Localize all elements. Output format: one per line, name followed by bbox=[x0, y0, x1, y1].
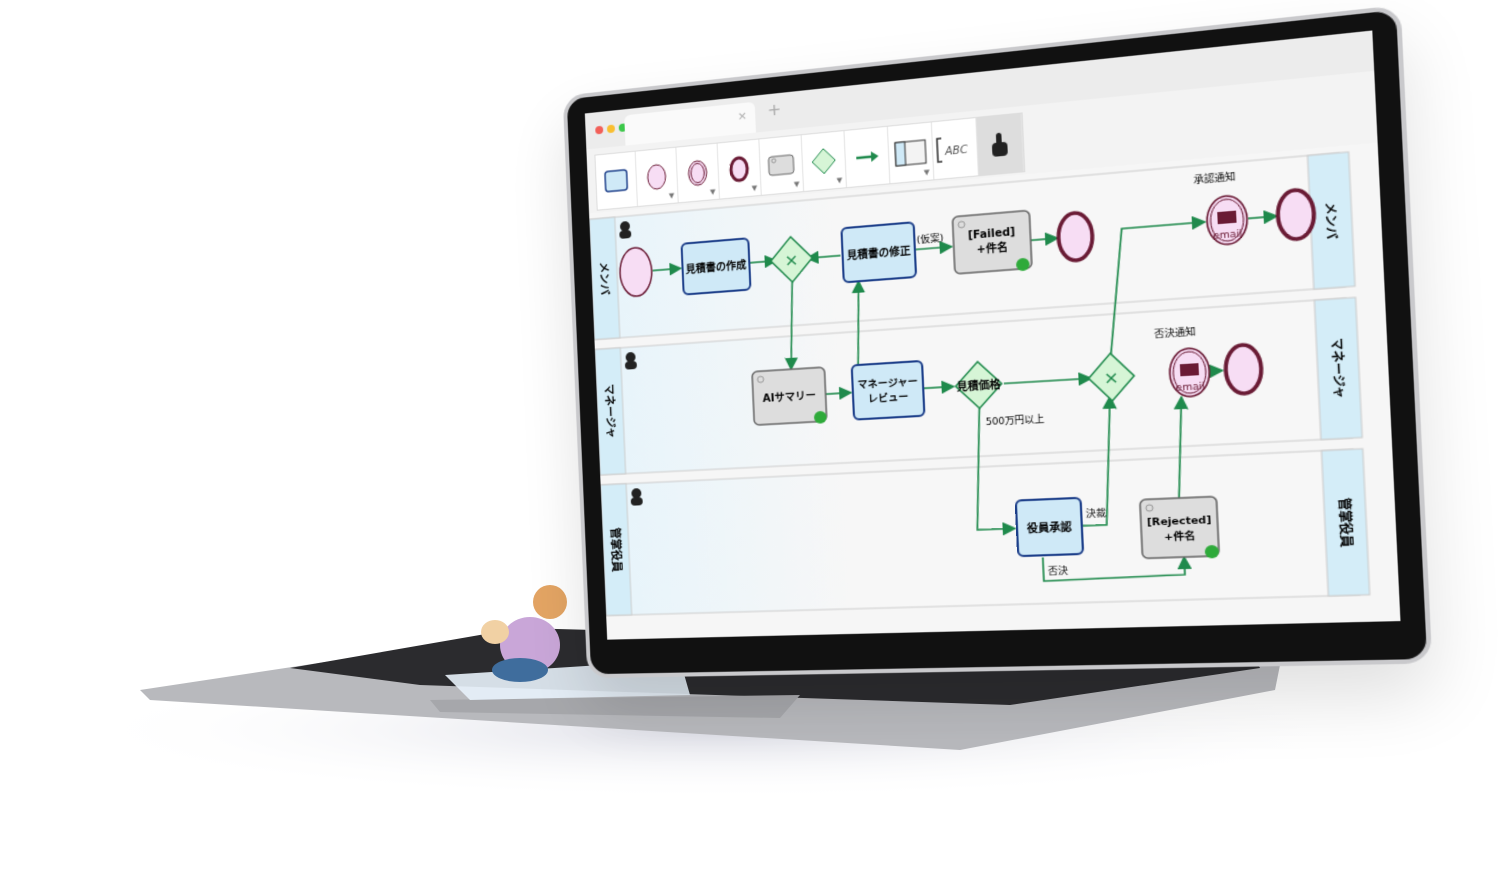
text-annotation-icon: ABC bbox=[935, 132, 968, 165]
diagram-canvas[interactable]: メンバ メンバ マネージャ マネージャ 管掌役員 管掌役員 bbox=[589, 143, 1400, 640]
service-task-failed[interactable]: [Failed] +件名 bbox=[952, 210, 1032, 276]
tool-task[interactable] bbox=[595, 151, 638, 210]
close-window-button[interactable] bbox=[595, 125, 604, 135]
gateway-quote-price[interactable]: 見積価格 bbox=[955, 360, 1003, 409]
tool-lane[interactable]: ▼ bbox=[887, 122, 935, 184]
lane-label-right: メンバ bbox=[1322, 202, 1340, 240]
task-create-quote[interactable]: 見積書の作成 bbox=[682, 238, 751, 294]
svg-text:AIサマリー: AIサマリー bbox=[763, 389, 817, 405]
x-icon: × bbox=[784, 249, 799, 270]
email-event-approval[interactable]: email bbox=[1206, 194, 1248, 246]
app-window: × + ▼ ▼ ▼ ▼ ▼ ▼ ABC bbox=[585, 30, 1401, 639]
svg-text:[Failed]: [Failed] bbox=[968, 226, 1016, 242]
dropdown-caret-icon: ▼ bbox=[793, 180, 800, 189]
laptop-lid: × + ▼ ▼ ▼ ▼ ▼ ▼ ABC bbox=[563, 5, 1433, 678]
trackpad bbox=[430, 695, 800, 718]
lane-label-left: 管掌役員 bbox=[608, 527, 624, 572]
email-event-rejection[interactable]: email bbox=[1169, 347, 1211, 398]
end-event[interactable] bbox=[1057, 212, 1093, 262]
flow-label-draft: (仮案) bbox=[916, 231, 944, 246]
intermediate-event-icon bbox=[684, 157, 711, 190]
new-tab-button[interactable]: + bbox=[766, 99, 782, 121]
tool-service-task[interactable]: ▼ bbox=[759, 135, 805, 195]
bpmn-toolbar: ▼ ▼ ▼ ▼ ▼ ▼ ABC bbox=[594, 112, 1026, 211]
lane-executive[interactable]: 管掌役員 管掌役員 bbox=[601, 449, 1370, 616]
svg-text:email: email bbox=[1213, 229, 1243, 242]
dropdown-caret-icon: ▼ bbox=[668, 191, 675, 201]
dropdown-caret-icon: ▼ bbox=[710, 187, 716, 197]
task-manager-review[interactable]: マネージャー レビュー bbox=[852, 361, 925, 420]
envelope-icon bbox=[1217, 210, 1237, 225]
svg-text:+件名: +件名 bbox=[1164, 529, 1196, 543]
svg-text:役員承認: 役員承認 bbox=[1027, 520, 1072, 536]
dropdown-caret-icon: ▼ bbox=[751, 183, 758, 193]
start-event-icon bbox=[643, 161, 670, 194]
sequence-flow-arrow-icon bbox=[853, 150, 879, 168]
end-event[interactable] bbox=[1225, 344, 1263, 395]
lane-label-left: マネージャ bbox=[602, 383, 617, 438]
user-icon bbox=[619, 220, 632, 239]
svg-text:レビュー: レビュー bbox=[868, 390, 909, 405]
dropdown-caret-icon: ▼ bbox=[923, 168, 930, 178]
svg-text:+件名: +件名 bbox=[976, 240, 1008, 256]
svg-text:[Rejected]: [Rejected] bbox=[1147, 514, 1212, 529]
task-icon bbox=[603, 166, 630, 195]
end-event[interactable] bbox=[1277, 189, 1315, 241]
lane-label-right: 管掌役員 bbox=[1336, 498, 1356, 548]
browser-tab[interactable]: × bbox=[624, 101, 756, 146]
tool-start-event[interactable]: ▼ bbox=[635, 147, 679, 207]
envelope-icon bbox=[1179, 363, 1199, 377]
tool-intermediate-event[interactable]: ▼ bbox=[676, 143, 720, 203]
service-task-icon bbox=[766, 150, 796, 180]
svg-text:マネージャー: マネージャー bbox=[857, 376, 917, 391]
flow-label-over-5m: 500万円以上 bbox=[985, 413, 1044, 428]
svg-text:email: email bbox=[1176, 381, 1205, 394]
close-tab-icon[interactable]: × bbox=[737, 108, 748, 124]
tool-gateway[interactable]: ▼ bbox=[801, 131, 847, 192]
service-task-ai-summary[interactable]: AIサマリー bbox=[752, 367, 827, 427]
user-icon bbox=[630, 488, 643, 506]
tool-end-event[interactable]: ▼ bbox=[717, 139, 762, 199]
minimize-window-button[interactable] bbox=[606, 124, 616, 134]
service-task-rejected[interactable]: [Rejected] +件名 bbox=[1140, 496, 1219, 560]
task-exec-approval[interactable]: 役員承認 bbox=[1016, 498, 1083, 556]
flow-label-decided: 決裁 bbox=[1085, 506, 1106, 520]
lane-label-right: マネージャ bbox=[1328, 337, 1347, 398]
annotation-approval-notice: 承認通知 bbox=[1193, 170, 1236, 187]
dropdown-caret-icon: ▼ bbox=[836, 176, 843, 185]
tool-sequence-flow[interactable] bbox=[844, 126, 891, 188]
gateway-icon bbox=[810, 145, 838, 177]
exclusive-gateway[interactable]: × bbox=[1088, 352, 1136, 402]
tool-hand[interactable] bbox=[976, 113, 1025, 176]
user-icon bbox=[624, 351, 638, 370]
svg-text:ABC: ABC bbox=[944, 144, 968, 158]
lane-label-left: メンバ bbox=[597, 261, 611, 295]
tool-text-annotation[interactable]: ABC bbox=[931, 117, 979, 180]
end-event-icon bbox=[725, 153, 753, 186]
lane-manager[interactable]: マネージャ マネージャ bbox=[595, 297, 1362, 475]
svg-text:見積価格: 見積価格 bbox=[955, 377, 1001, 394]
hand-pointer-icon bbox=[991, 132, 1008, 157]
flow-label-rejected: 否決 bbox=[1048, 564, 1069, 578]
lane-icon bbox=[893, 137, 929, 170]
task-revise-quote[interactable]: 見積書の修正 bbox=[841, 222, 916, 282]
annotation-rejection-notice: 否決通知 bbox=[1154, 325, 1196, 341]
start-event[interactable] bbox=[619, 246, 653, 297]
bpmn-diagram[interactable]: メンバ メンバ マネージャ マネージャ 管掌役員 管掌役員 bbox=[589, 143, 1400, 640]
x-icon: × bbox=[1103, 367, 1119, 389]
